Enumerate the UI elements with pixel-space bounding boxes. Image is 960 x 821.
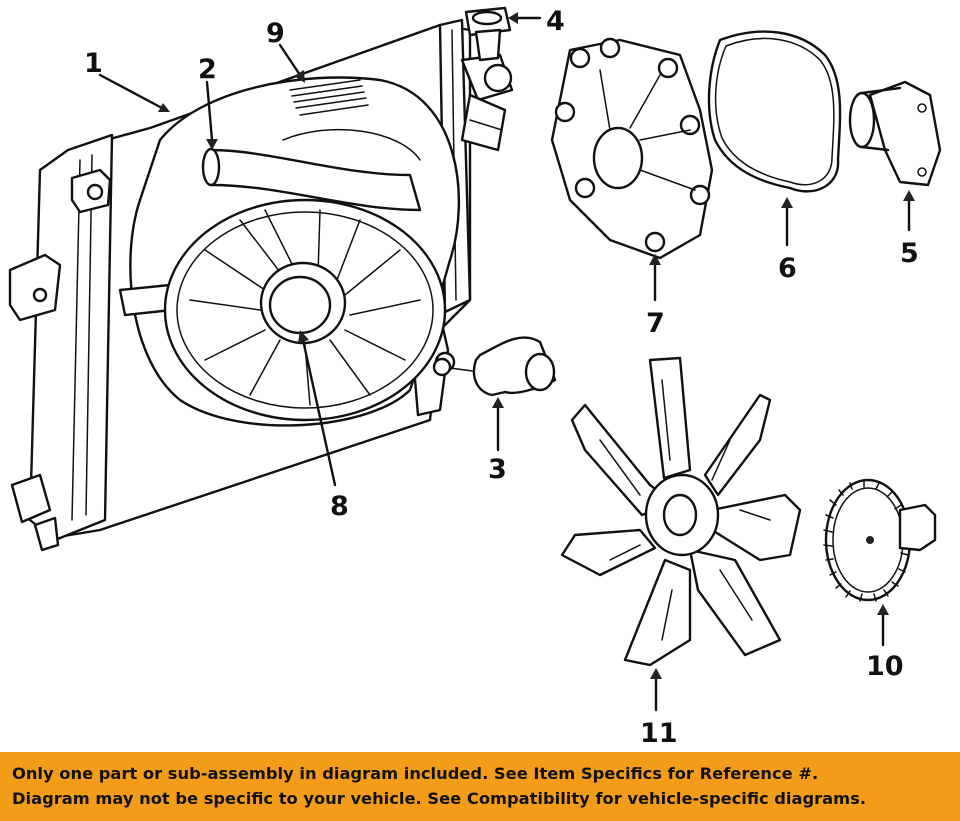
callout-10: 10: [866, 651, 904, 682]
callout-5: 5: [900, 238, 919, 269]
disclaimer-banner: Only one part or sub-assembly in diagram…: [0, 752, 960, 821]
callout-11: 11: [640, 718, 678, 749]
disclaimer-line-2: Diagram may not be specific to your vehi…: [12, 789, 867, 808]
callout-9: 9: [266, 18, 285, 49]
callout-2: 2: [198, 54, 217, 85]
callout-8: 8: [330, 491, 349, 522]
water-pump: [550, 37, 714, 260]
callout-labels: 1 2 3 4 5 6 7 8 9 10 11: [84, 6, 919, 749]
gasket: [707, 30, 842, 193]
lower-hose: [432, 336, 557, 397]
leader-lines: [98, 12, 915, 712]
callout-3: 3: [488, 454, 507, 485]
mechanical-fan: [560, 356, 802, 667]
callout-7: 7: [646, 308, 665, 339]
upper-hose: [201, 147, 422, 212]
callout-1: 1: [84, 48, 103, 79]
disclaimer-line-1: Only one part or sub-assembly in diagram…: [12, 764, 819, 783]
electric-fan: [163, 198, 447, 422]
callout-6: 6: [778, 253, 797, 284]
callout-4: 4: [546, 6, 565, 37]
thermostat-housing: [848, 80, 942, 187]
parts-diagram: 1 2 3 4 5 6 7 8 9 10 11: [8, 6, 942, 749]
fan-clutch: [823, 478, 937, 602]
radiator-cap: [464, 6, 512, 62]
